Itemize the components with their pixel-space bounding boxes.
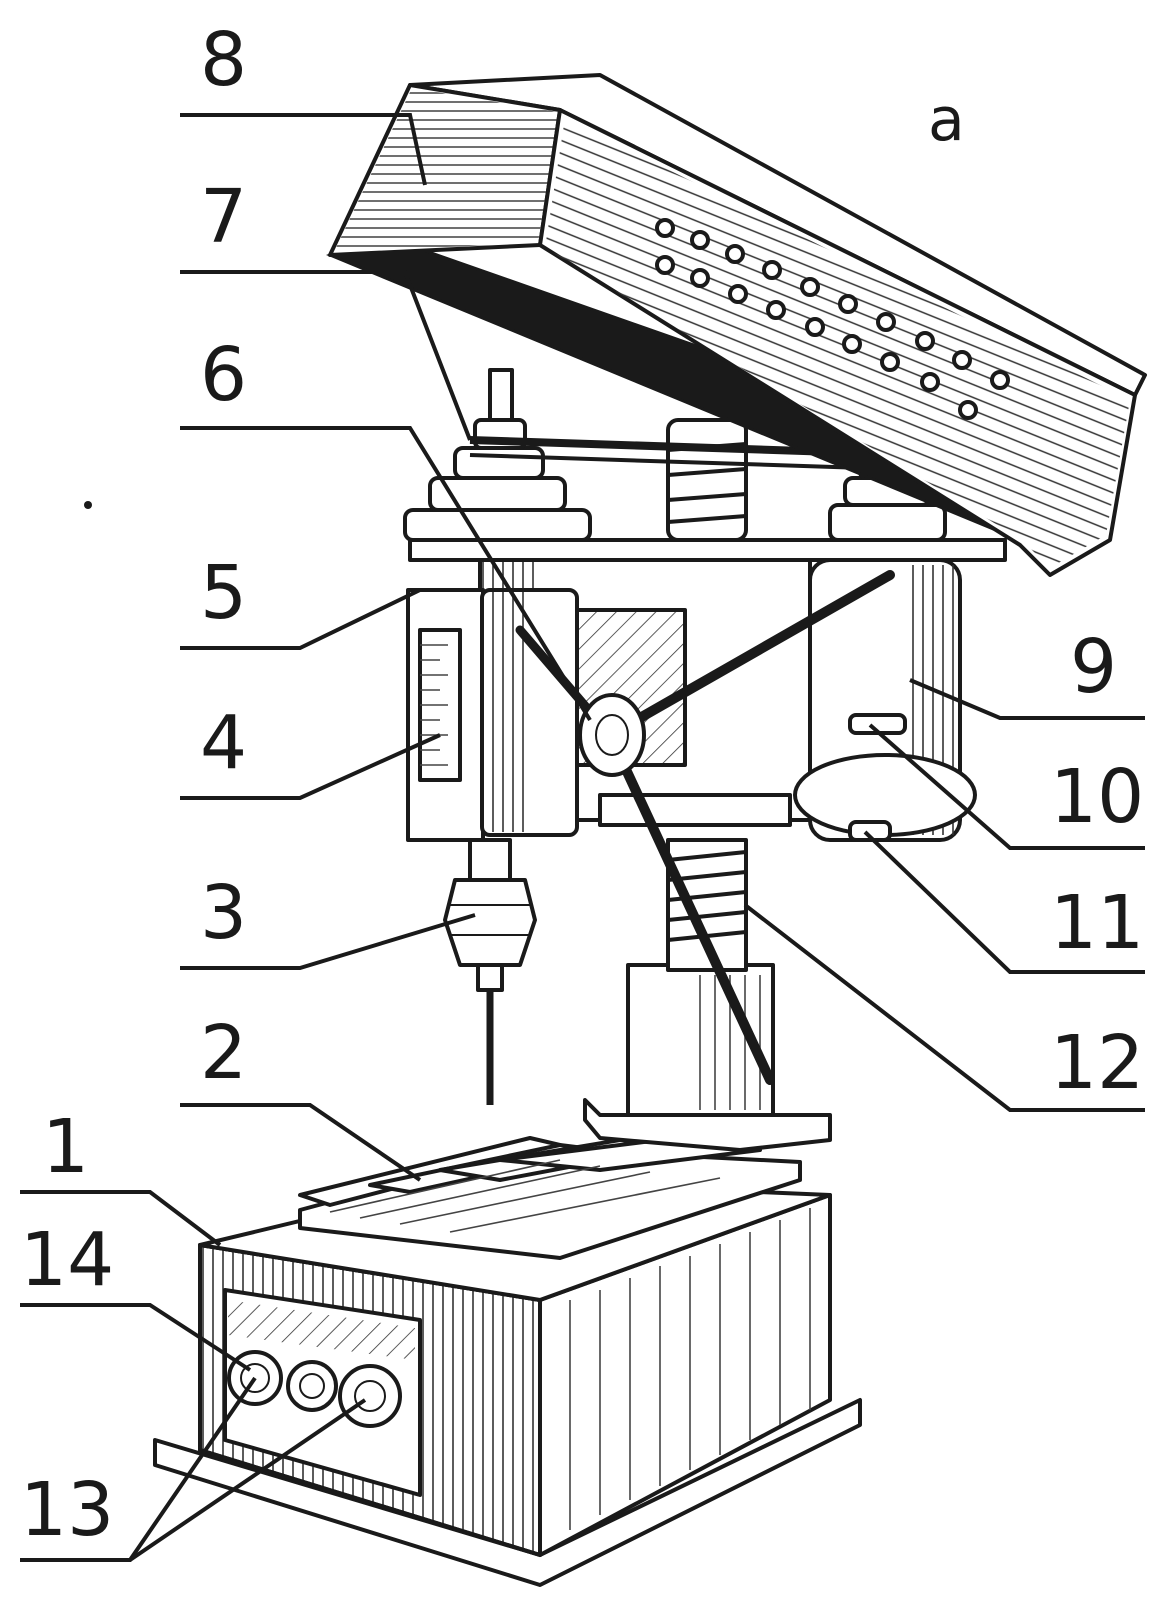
callout-3: 3	[200, 870, 247, 956]
head-lower-bar	[598, 793, 792, 827]
belt-guard-cover	[326, 73, 1147, 577]
leader-11	[863, 830, 1145, 974]
feed-handle	[515, 570, 895, 1085]
figure-letter: a	[928, 85, 965, 155]
callout-labels: a 8 7 6 5 4 3 2 1 14 13 9 10 11 12	[20, 17, 1144, 1553]
leader-lines	[20, 113, 1145, 1562]
callout-2: 2	[200, 1010, 247, 1096]
middle-pulley	[666, 418, 748, 542]
chuck-and-drill	[443, 838, 537, 1105]
leader-8	[180, 113, 427, 186]
leader-10	[868, 723, 1145, 850]
switch-11	[848, 820, 892, 842]
callout-10: 10	[1050, 754, 1144, 840]
lead-screw	[666, 838, 748, 972]
callout-1: 1	[42, 1104, 89, 1190]
column-assembly	[583, 838, 832, 1152]
spindle-top	[488, 368, 514, 422]
leader-13b	[128, 1398, 367, 1562]
leader-12	[743, 903, 1145, 1112]
callout-9: 9	[1070, 624, 1117, 710]
leader-3	[180, 913, 476, 970]
leader-9	[909, 678, 1145, 720]
callout-4: 4	[200, 700, 247, 786]
callout-12: 12	[1050, 1020, 1144, 1106]
callout-11: 11	[1050, 880, 1144, 966]
leader-2	[180, 1103, 422, 1182]
handle-hub	[578, 693, 646, 777]
knob-right	[338, 1364, 402, 1428]
knob-middle	[286, 1360, 338, 1412]
drill-head	[406, 538, 1007, 842]
leader-1	[20, 1190, 222, 1247]
leader-7	[180, 270, 472, 441]
spindle	[468, 838, 512, 882]
callout-7: 7	[200, 174, 247, 260]
work-table	[298, 1136, 802, 1260]
leader-6	[180, 426, 592, 722]
leader-5	[180, 588, 421, 650]
callout-5: 5	[200, 550, 247, 636]
stray-dot	[84, 501, 92, 509]
handle-upper	[605, 570, 895, 740]
handle-lower	[605, 730, 775, 1085]
head-top-plate	[408, 538, 1007, 562]
callout-6: 6	[200, 332, 247, 418]
callout-14: 14	[20, 1217, 114, 1303]
callout-13: 13	[20, 1467, 114, 1553]
leader-4	[180, 733, 441, 800]
pulleys	[403, 368, 947, 542]
callout-8: 8	[200, 17, 247, 103]
cover-vent-holes	[655, 218, 1010, 420]
drill-chuck	[443, 878, 537, 967]
leader-14	[20, 1303, 252, 1372]
